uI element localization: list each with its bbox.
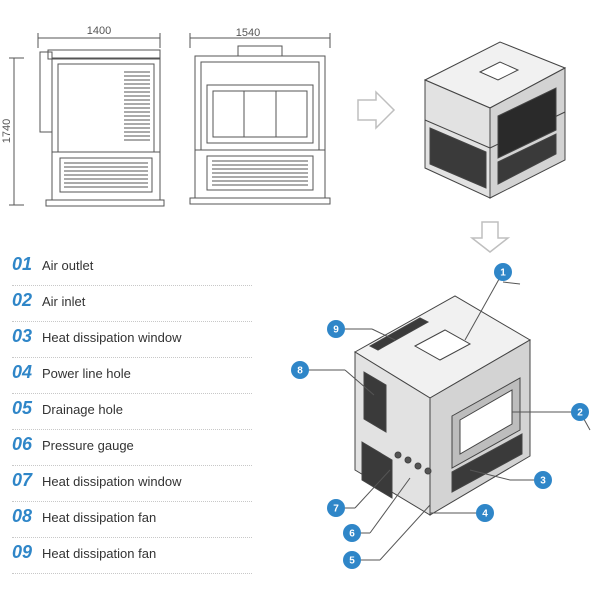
legend-item-03: 03 Heat dissipation window xyxy=(12,322,252,358)
dimension-width-front: 1400 xyxy=(87,25,111,37)
callout-badge-4: 4 xyxy=(476,504,494,522)
legend-number: 03 xyxy=(12,326,33,346)
svg-text:2: 2 xyxy=(577,408,583,419)
svg-text:4: 4 xyxy=(482,509,488,520)
legend-number: 09 xyxy=(12,542,33,562)
svg-text:3: 3 xyxy=(540,476,546,487)
legend-number: 04 xyxy=(12,362,33,382)
legend-number: 07 xyxy=(12,470,33,490)
legend-label: Heat dissipation window xyxy=(42,330,182,345)
callout-badge-8: 8 xyxy=(291,361,309,379)
svg-text:5: 5 xyxy=(349,556,355,567)
svg-text:7: 7 xyxy=(333,504,339,515)
front-elevation xyxy=(9,33,165,207)
side-bottom-grille xyxy=(212,160,308,186)
parts-legend: 01 Air outlet 02 Air inlet 03 Heat dissi… xyxy=(12,250,252,574)
legend-number: 05 xyxy=(12,398,33,418)
legend-item-08: 08 Heat dissipation fan xyxy=(12,502,252,538)
svg-text:6: 6 xyxy=(349,529,355,540)
legend-label: Heat dissipation fan xyxy=(42,510,157,525)
callout-badge-1: 1 xyxy=(494,263,512,281)
legend-item-01: 01 Air outlet xyxy=(12,250,252,286)
arrow-down-icon xyxy=(469,221,511,253)
svg-text:1: 1 xyxy=(500,268,506,279)
callout-badge-6: 6 xyxy=(343,524,361,542)
legend-label: Drainage hole xyxy=(42,402,123,417)
front-bottom-grille xyxy=(64,162,148,188)
legend-label: Pressure gauge xyxy=(42,438,134,453)
arrow-right-icon xyxy=(357,90,396,130)
svg-text:8: 8 xyxy=(297,366,303,377)
legend-label: Heat dissipation window xyxy=(42,474,182,489)
legend-label: Air outlet xyxy=(42,258,94,273)
legend-label: Heat dissipation fan xyxy=(42,546,157,561)
legend-number: 01 xyxy=(12,254,33,274)
dimension-width-side: 1540 xyxy=(236,27,260,39)
legend-label: Air inlet xyxy=(42,294,86,309)
callout-badge-7: 7 xyxy=(327,499,345,517)
callout-badge-2: 2 xyxy=(571,403,589,421)
iso-unit-small xyxy=(423,41,567,199)
legend-number: 06 xyxy=(12,434,33,454)
front-outlet-grille xyxy=(124,71,150,141)
leader-lines xyxy=(300,271,591,561)
svg-text:9: 9 xyxy=(333,325,339,336)
legend-item-02: 02 Air inlet xyxy=(12,286,252,322)
dimension-height: 1740 xyxy=(1,119,13,143)
callout-badge-3: 3 xyxy=(534,471,552,489)
legend-item-04: 04 Power line hole xyxy=(12,358,252,394)
callout-badge-9: 9 xyxy=(327,320,345,338)
legend-item-05: 05 Drainage hole xyxy=(12,394,252,430)
legend-number: 02 xyxy=(12,290,33,310)
legend-item-09: 09 Heat dissipation fan xyxy=(12,538,252,574)
legend-item-07: 07 Heat dissipation window xyxy=(12,466,252,502)
iso-unit-large xyxy=(354,295,531,516)
legend-number: 08 xyxy=(12,506,33,526)
callout-badge-5: 5 xyxy=(343,551,361,569)
side-elevation xyxy=(189,33,331,205)
legend-label: Power line hole xyxy=(42,366,131,381)
legend-item-06: 06 Pressure gauge xyxy=(12,430,252,466)
